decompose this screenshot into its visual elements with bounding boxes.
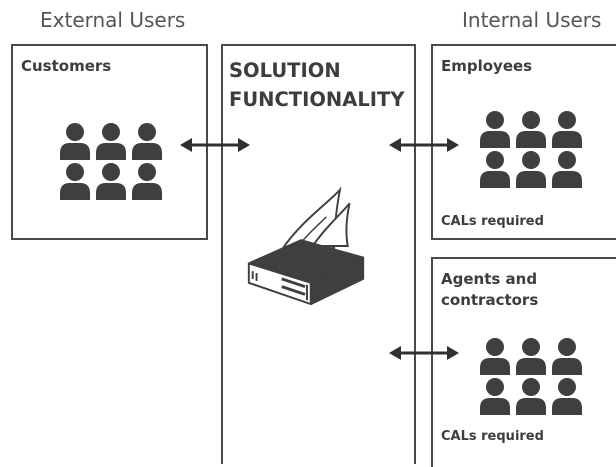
person-icon [516,151,546,188]
solution-label-line1: SOLUTION [229,59,341,82]
employees-box: Employees CALs required [431,44,616,240]
double-arrow-icon [180,138,250,152]
customers-people-group [57,122,165,200]
solution-box: SOLUTION FUNCTIONALITY [221,44,416,464]
solution-label-line2: FUNCTIONALITY [229,88,405,111]
agents-cal-label: CALs required [441,429,544,444]
person-icon [516,111,546,148]
internal-users-heading: Internal Users [462,8,602,32]
external-users-heading: External Users [40,8,186,32]
person-icon [552,151,582,188]
agents-people-group [477,337,585,415]
double-arrow-icon [389,138,459,152]
person-icon [516,378,546,415]
customers-box: Customers [11,44,208,240]
person-icon [96,123,126,160]
agents-label: Agents and contractors [441,269,538,311]
person-icon [552,111,582,148]
person-icon [552,338,582,375]
person-icon [96,163,126,200]
agents-box: Agents and contractors CALs required [431,257,616,467]
person-icon [132,123,162,160]
person-icon [516,338,546,375]
agents-label-line2: contractors [441,291,539,309]
person-icon [480,338,510,375]
solution-label: SOLUTION FUNCTIONALITY [229,56,404,114]
employees-people-group [477,110,585,188]
person-icon [480,378,510,415]
person-icon [552,378,582,415]
person-icon [60,123,90,160]
server-icon [247,186,365,306]
person-icon [480,151,510,188]
double-arrow-icon [389,346,459,360]
person-icon [60,163,90,200]
person-icon [480,111,510,148]
agents-label-line1: Agents and [441,270,538,288]
employees-label: Employees [441,57,533,75]
employees-cal-label: CALs required [441,214,544,229]
customers-label: Customers [21,57,112,75]
person-icon [132,163,162,200]
